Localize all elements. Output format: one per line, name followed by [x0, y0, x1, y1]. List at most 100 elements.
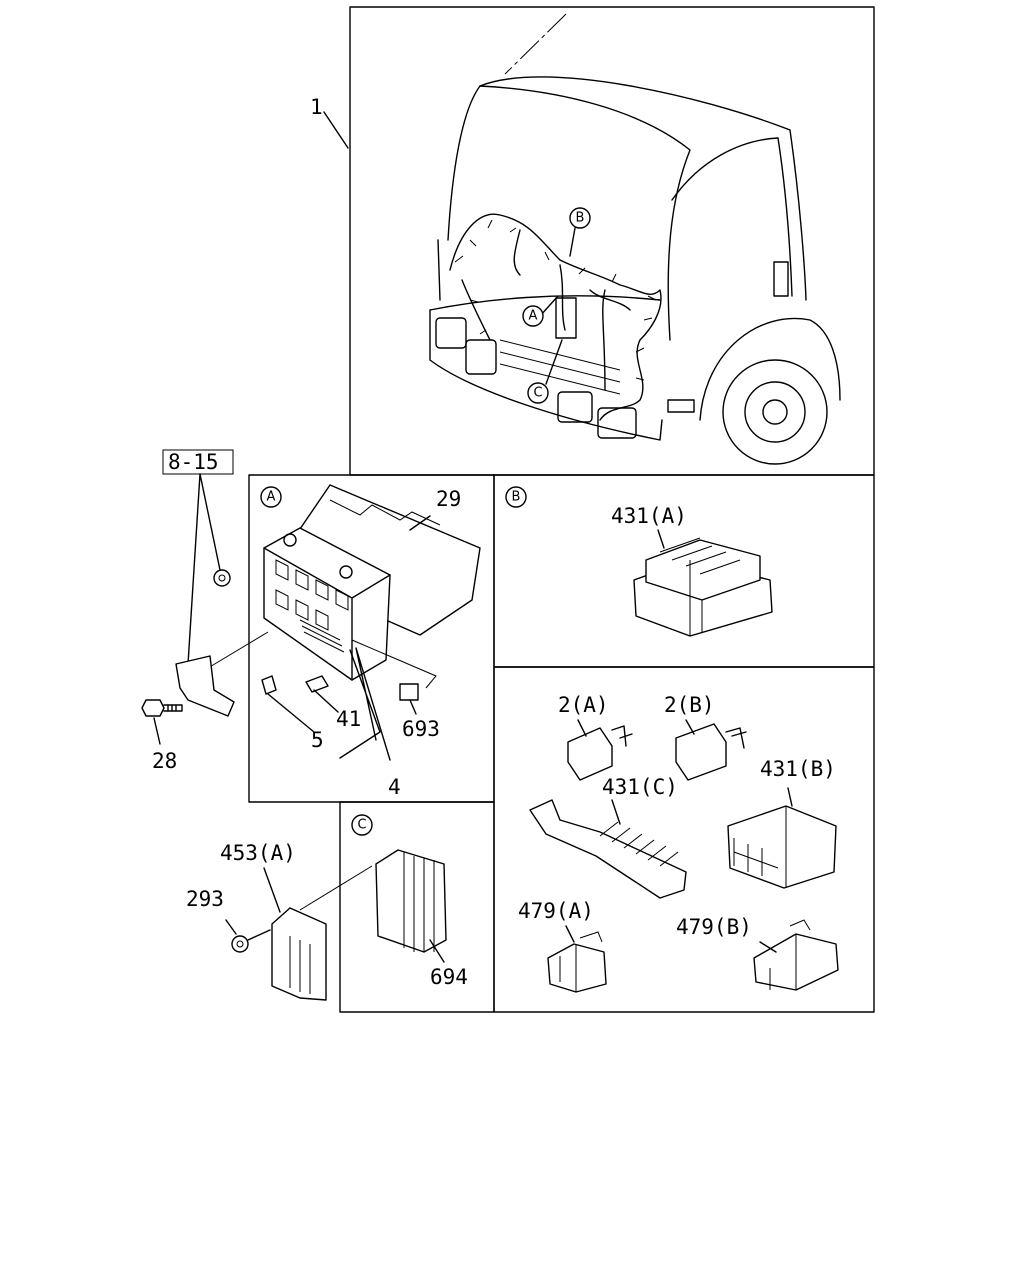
- label-28: 28: [152, 749, 177, 773]
- label-2a: 2(A): [558, 693, 609, 717]
- label-431c: 431(C): [602, 775, 678, 799]
- label-ref: 8-15: [168, 450, 219, 474]
- wheel-hub: [762, 399, 788, 425]
- nut-293: [231, 935, 249, 953]
- hood-line: [429, 239, 661, 311]
- fuse-block-431c-slots: [599, 821, 679, 867]
- leader-479b: [759, 941, 777, 953]
- relay-2a: [567, 727, 613, 781]
- bolt-shank-28: [163, 704, 183, 712]
- label-431a: 431(A): [611, 504, 687, 528]
- center-lamp: [557, 391, 593, 423]
- relay-box-edges: [263, 547, 391, 681]
- bracket-assembly: [141, 473, 235, 745]
- leader-431b: [787, 787, 793, 807]
- label-1: 1: [310, 95, 323, 119]
- label-479a: 479(A): [518, 899, 594, 923]
- block-431a-top: [645, 539, 761, 601]
- label-41: 41: [336, 707, 361, 731]
- leaders-8-15: [187, 473, 221, 665]
- module-453a-ribs: [289, 936, 311, 994]
- label-431b: 431(B): [760, 757, 836, 781]
- ecu-694: [375, 849, 447, 953]
- label-2b: 2(B): [664, 693, 715, 717]
- part-labels: 1 8-15 29 28 5 41 4 693 431(A) 2(A) 2(B)…: [152, 95, 836, 989]
- centerline: [504, 13, 567, 75]
- label-29: 29: [436, 487, 461, 511]
- detail-b-relay-block: [633, 529, 773, 637]
- wiring-harness-branches: [461, 229, 631, 391]
- label-293: 293: [186, 887, 224, 911]
- windshield: [447, 85, 691, 341]
- frame-truck: [349, 6, 875, 476]
- connector-431b-cells: [733, 806, 787, 888]
- callout-b-panel: [505, 486, 527, 508]
- detail-a-relay-box: [207, 484, 481, 761]
- block-431a-detail: [659, 537, 741, 636]
- right-headlight: [597, 407, 637, 439]
- leader-693: [409, 699, 417, 715]
- leader-293: [225, 919, 271, 941]
- connector-479a-detail: [559, 931, 603, 992]
- left-headlight: [435, 317, 467, 349]
- callout-c-panel-text: C: [357, 818, 366, 833]
- nut-upper-hole: [218, 574, 226, 582]
- leader-431a: [657, 529, 665, 549]
- ref-box: [162, 449, 234, 475]
- bracket: [175, 655, 235, 717]
- label-694: 694: [430, 965, 468, 989]
- frame-detail-c: [339, 801, 495, 1013]
- harness-box: [555, 297, 577, 339]
- callout-c-cab-text: C: [533, 386, 542, 401]
- cab-roof: [479, 76, 807, 301]
- wheel-arch: [699, 317, 841, 421]
- leader-2a: [577, 719, 587, 737]
- label-453a: 453(A): [220, 841, 296, 865]
- left-fog: [465, 339, 497, 375]
- wheel-rim: [744, 381, 806, 443]
- wiring-harness-main: [449, 213, 662, 421]
- callout-a-panel-text: A: [267, 490, 276, 505]
- door-window: [671, 137, 793, 297]
- guide-453a: [299, 865, 373, 911]
- bolt-head-28: [141, 699, 165, 717]
- side-marker: [667, 399, 695, 413]
- callout-leaders-cab: [539, 295, 563, 385]
- callout-b-cab: [569, 207, 591, 229]
- fuse-block-431c: [529, 799, 687, 899]
- callouts: B A C A B C: [260, 207, 591, 836]
- leader-29: [409, 515, 431, 531]
- label-693: 693: [402, 717, 440, 741]
- part-5: [261, 675, 277, 695]
- leader-479a: [565, 925, 575, 943]
- guide-bracket: [207, 631, 269, 669]
- relay-slots: [275, 559, 349, 631]
- truck-cab-illustration: [429, 13, 841, 465]
- ecu-694-fins: [403, 852, 435, 952]
- mount-hole-right: [339, 565, 353, 579]
- connector-479a: [547, 943, 607, 993]
- leader-431c: [611, 799, 621, 825]
- label-5: 5: [311, 728, 324, 752]
- fuse-row: [299, 619, 345, 653]
- relay-2b-pins: [725, 727, 747, 749]
- callout-b-cab-text: B: [576, 211, 585, 226]
- callout-a-panel: [260, 486, 282, 508]
- relay-693: [399, 683, 419, 701]
- label-4: 4: [388, 775, 401, 799]
- callout-c-cab: [527, 382, 549, 404]
- connectors-panel: [529, 719, 839, 993]
- callout-leader-b: [569, 227, 576, 257]
- module-453a: [271, 907, 327, 1001]
- nut-293-hole: [236, 940, 244, 948]
- callout-b-panel-text: B: [512, 490, 521, 505]
- callout-c-panel: [351, 814, 373, 836]
- part-41: [305, 675, 329, 693]
- guide-693: [351, 639, 437, 689]
- detail-c-ecu: [225, 849, 447, 1001]
- harness-connectors: [454, 219, 657, 381]
- leader-694: [429, 939, 445, 963]
- connector-431b: [727, 805, 837, 889]
